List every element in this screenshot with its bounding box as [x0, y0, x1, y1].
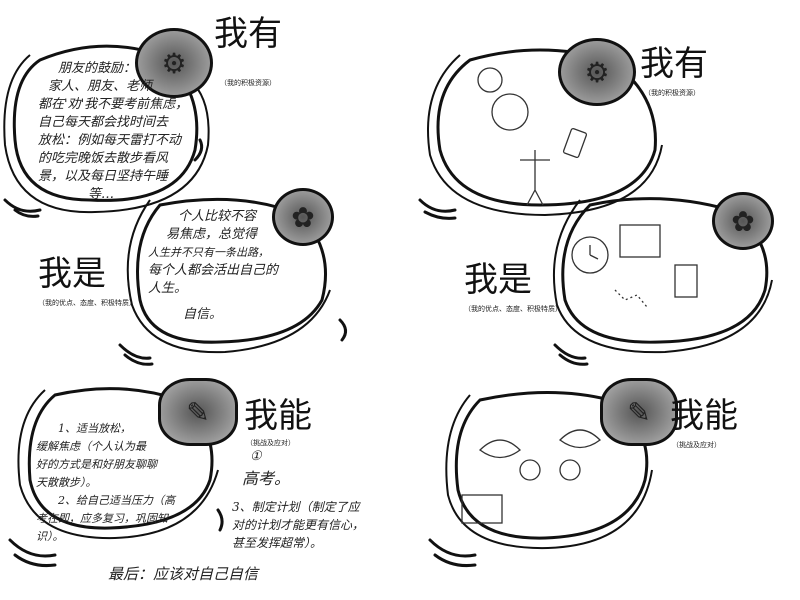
pencil-ruler-icon: ✎	[600, 378, 678, 446]
sketch-phone	[562, 127, 588, 159]
hands-icon: ✿	[272, 188, 334, 246]
have-title: 我有	[214, 14, 282, 54]
sketch-bubble	[491, 93, 529, 131]
am-title: 我是	[38, 254, 106, 294]
am-title: 我是	[464, 260, 532, 300]
note-line: 都在'劝'我不要考前焦虑，	[38, 97, 189, 112]
note-line: 2、给自己适当压力（高	[58, 494, 175, 507]
note-line: 家人、朋友、老师	[48, 79, 153, 94]
note-line: 等…	[88, 187, 115, 202]
note-line: 甚至发挥超常）。	[232, 536, 323, 550]
note-line: 1、适当放松，	[58, 422, 131, 435]
note-line: 自信。	[183, 307, 223, 322]
pencil-ruler-icon: ✎	[158, 378, 238, 446]
sketch-face	[477, 67, 503, 93]
challenge-text: 高考。	[242, 469, 291, 488]
have-subtitle: （我的积极资源）	[644, 89, 700, 97]
note-line: 人生。	[148, 281, 188, 296]
sketch-bed	[461, 494, 503, 524]
conclusion-text: 最后：应该对自己自信	[108, 565, 259, 583]
note-line: 的吃完晚饭去散步看风	[38, 151, 169, 166]
can-notes: 1、适当放松， 缓解焦虑（个人认为最 好的方式是和好朋友聊聊 天散散步）。 2、…	[36, 420, 175, 546]
hands-icon: ✿	[712, 192, 774, 250]
sketch-clock	[571, 236, 609, 274]
can-title: 我能	[670, 396, 738, 436]
sketch-path	[614, 289, 648, 308]
note-line: 自己每天都会找时间去	[38, 115, 169, 130]
note-line: 每个人都会活出自己的	[148, 263, 279, 278]
note-line: 个人比较不容	[178, 209, 257, 224]
have-title: 我有	[640, 44, 708, 84]
note-line: 3、制定计划（制定了应	[232, 500, 360, 514]
note-line: 天散散步）。	[36, 476, 97, 489]
can-subtitle: （挑战及应对）	[246, 439, 295, 447]
sketch-person	[520, 150, 550, 206]
can-subtitle: （挑战及应对）	[672, 441, 721, 449]
note-line: 对的计划才能更有信心，	[232, 518, 365, 532]
have-notes: 朋友的鼓励： 家人、朋友、老师 都在'劝'我不要考前焦虑， 自己每天都会找时间去…	[38, 60, 188, 204]
am-subtitle: （我的优点、态度、积极特质）	[464, 305, 562, 313]
circled-mark: ①	[250, 449, 262, 464]
am-subtitle: （我的优点、态度、积极特质）	[38, 299, 136, 307]
note-line: 考在即，应多复习，巩固知	[36, 512, 168, 525]
can-title: 我能	[244, 396, 312, 436]
plan-notes: 3、制定计划（制定了应 对的计划才能更有信心， 甚至发挥超常）。	[232, 498, 364, 552]
am-notes: 个人比较不容 易焦虑，总觉得 人生并不只有一条出路， 每个人都会活出自己的 人生…	[148, 208, 278, 324]
sketch-book	[619, 224, 661, 258]
note-line: 好的方式是和好朋友聊聊	[36, 458, 157, 471]
gear-icon: ⚙	[135, 28, 213, 98]
note-line: 易焦虑，总觉得	[166, 227, 258, 242]
gear-icon: ⚙	[558, 38, 636, 106]
note-line: 人生并不只有一条出路，	[148, 246, 269, 259]
sketch-paper	[674, 264, 698, 298]
note-line: 缓解焦虑（个人认为最	[36, 440, 146, 453]
note-line: 放松：例如每天雷打不动	[38, 133, 182, 148]
note-line: 朋友的鼓励：	[58, 61, 137, 76]
have-subtitle: （我的积极资源）	[220, 79, 276, 87]
sketch-speech	[479, 429, 601, 459]
note-line: 识）。	[36, 530, 64, 543]
note-line: 景，以及每日坚持午睡	[38, 169, 169, 184]
